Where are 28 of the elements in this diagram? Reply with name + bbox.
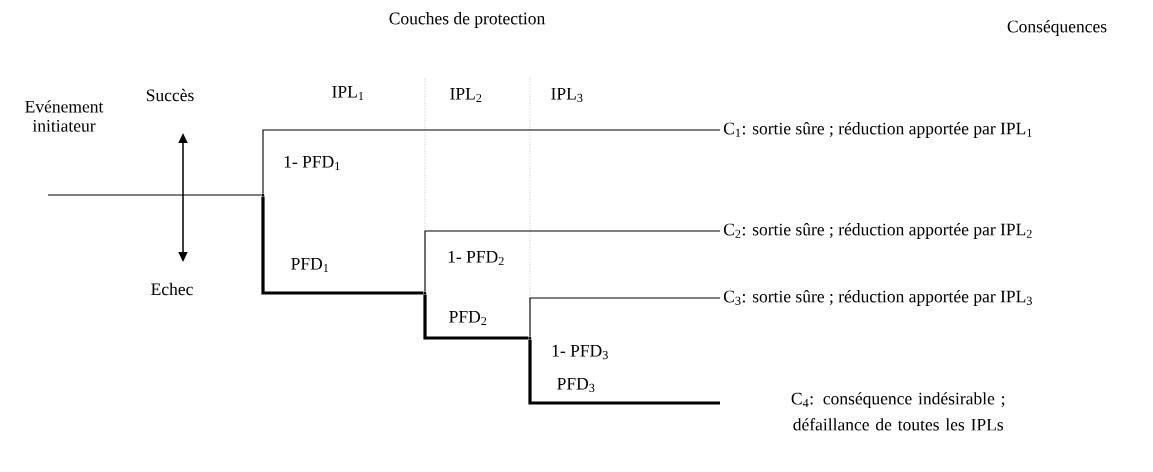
tree-branch bbox=[47, 194, 263, 196]
consequence-text: C$_{4}$: conséquence indésirable ; défaillance de toutes les IPLs bbox=[791, 392, 1005, 431]
consequence-text: C$_{3}$: sortie sûre ; réduction apportée par IPL$_{3}$ bbox=[723, 290, 1032, 306]
tree-branch bbox=[423, 294, 529, 340]
column-label: IPL$_{1}$ bbox=[332, 85, 364, 101]
consequence-text: C$_{2}$: sortie sûre ; réduction apportée par IPL$_{2}$ bbox=[723, 223, 1032, 239]
tree-branch bbox=[529, 297, 721, 338]
heading: Conséquences bbox=[1007, 20, 1107, 36]
consequence-text: C$_{1}$: sortie sûre ; réduction apportée par IPL$_{1}$ bbox=[723, 122, 1032, 138]
edge-label: PFD$_{2}$ bbox=[449, 310, 487, 326]
edge-label: PFD$_{1}$ bbox=[291, 257, 329, 273]
edge-label: 1- PFD$_{1}$ bbox=[284, 155, 340, 171]
event-label: Evénement initiateur bbox=[25, 100, 104, 132]
branch-point bbox=[528, 336, 532, 340]
branch-point bbox=[423, 291, 427, 295]
branch-label: Succès bbox=[146, 88, 194, 102]
column-label: IPL$_{3}$ bbox=[551, 87, 583, 103]
tree-branch bbox=[528, 339, 720, 405]
tree-branch bbox=[424, 230, 721, 293]
column-label: IPL$_{2}$ bbox=[450, 87, 482, 103]
branch-label: Echec bbox=[151, 282, 193, 296]
edge-label: PFD$_{3}$ bbox=[557, 377, 595, 393]
tree-branch bbox=[261, 196, 424, 295]
edge-label: 1- PFD$_{3}$ bbox=[552, 344, 608, 360]
heading: Couches de protection bbox=[389, 12, 545, 28]
branch-point bbox=[261, 193, 265, 197]
edge-label: 1- PFD$_{2}$ bbox=[448, 250, 504, 266]
tree-branch bbox=[262, 129, 721, 195]
